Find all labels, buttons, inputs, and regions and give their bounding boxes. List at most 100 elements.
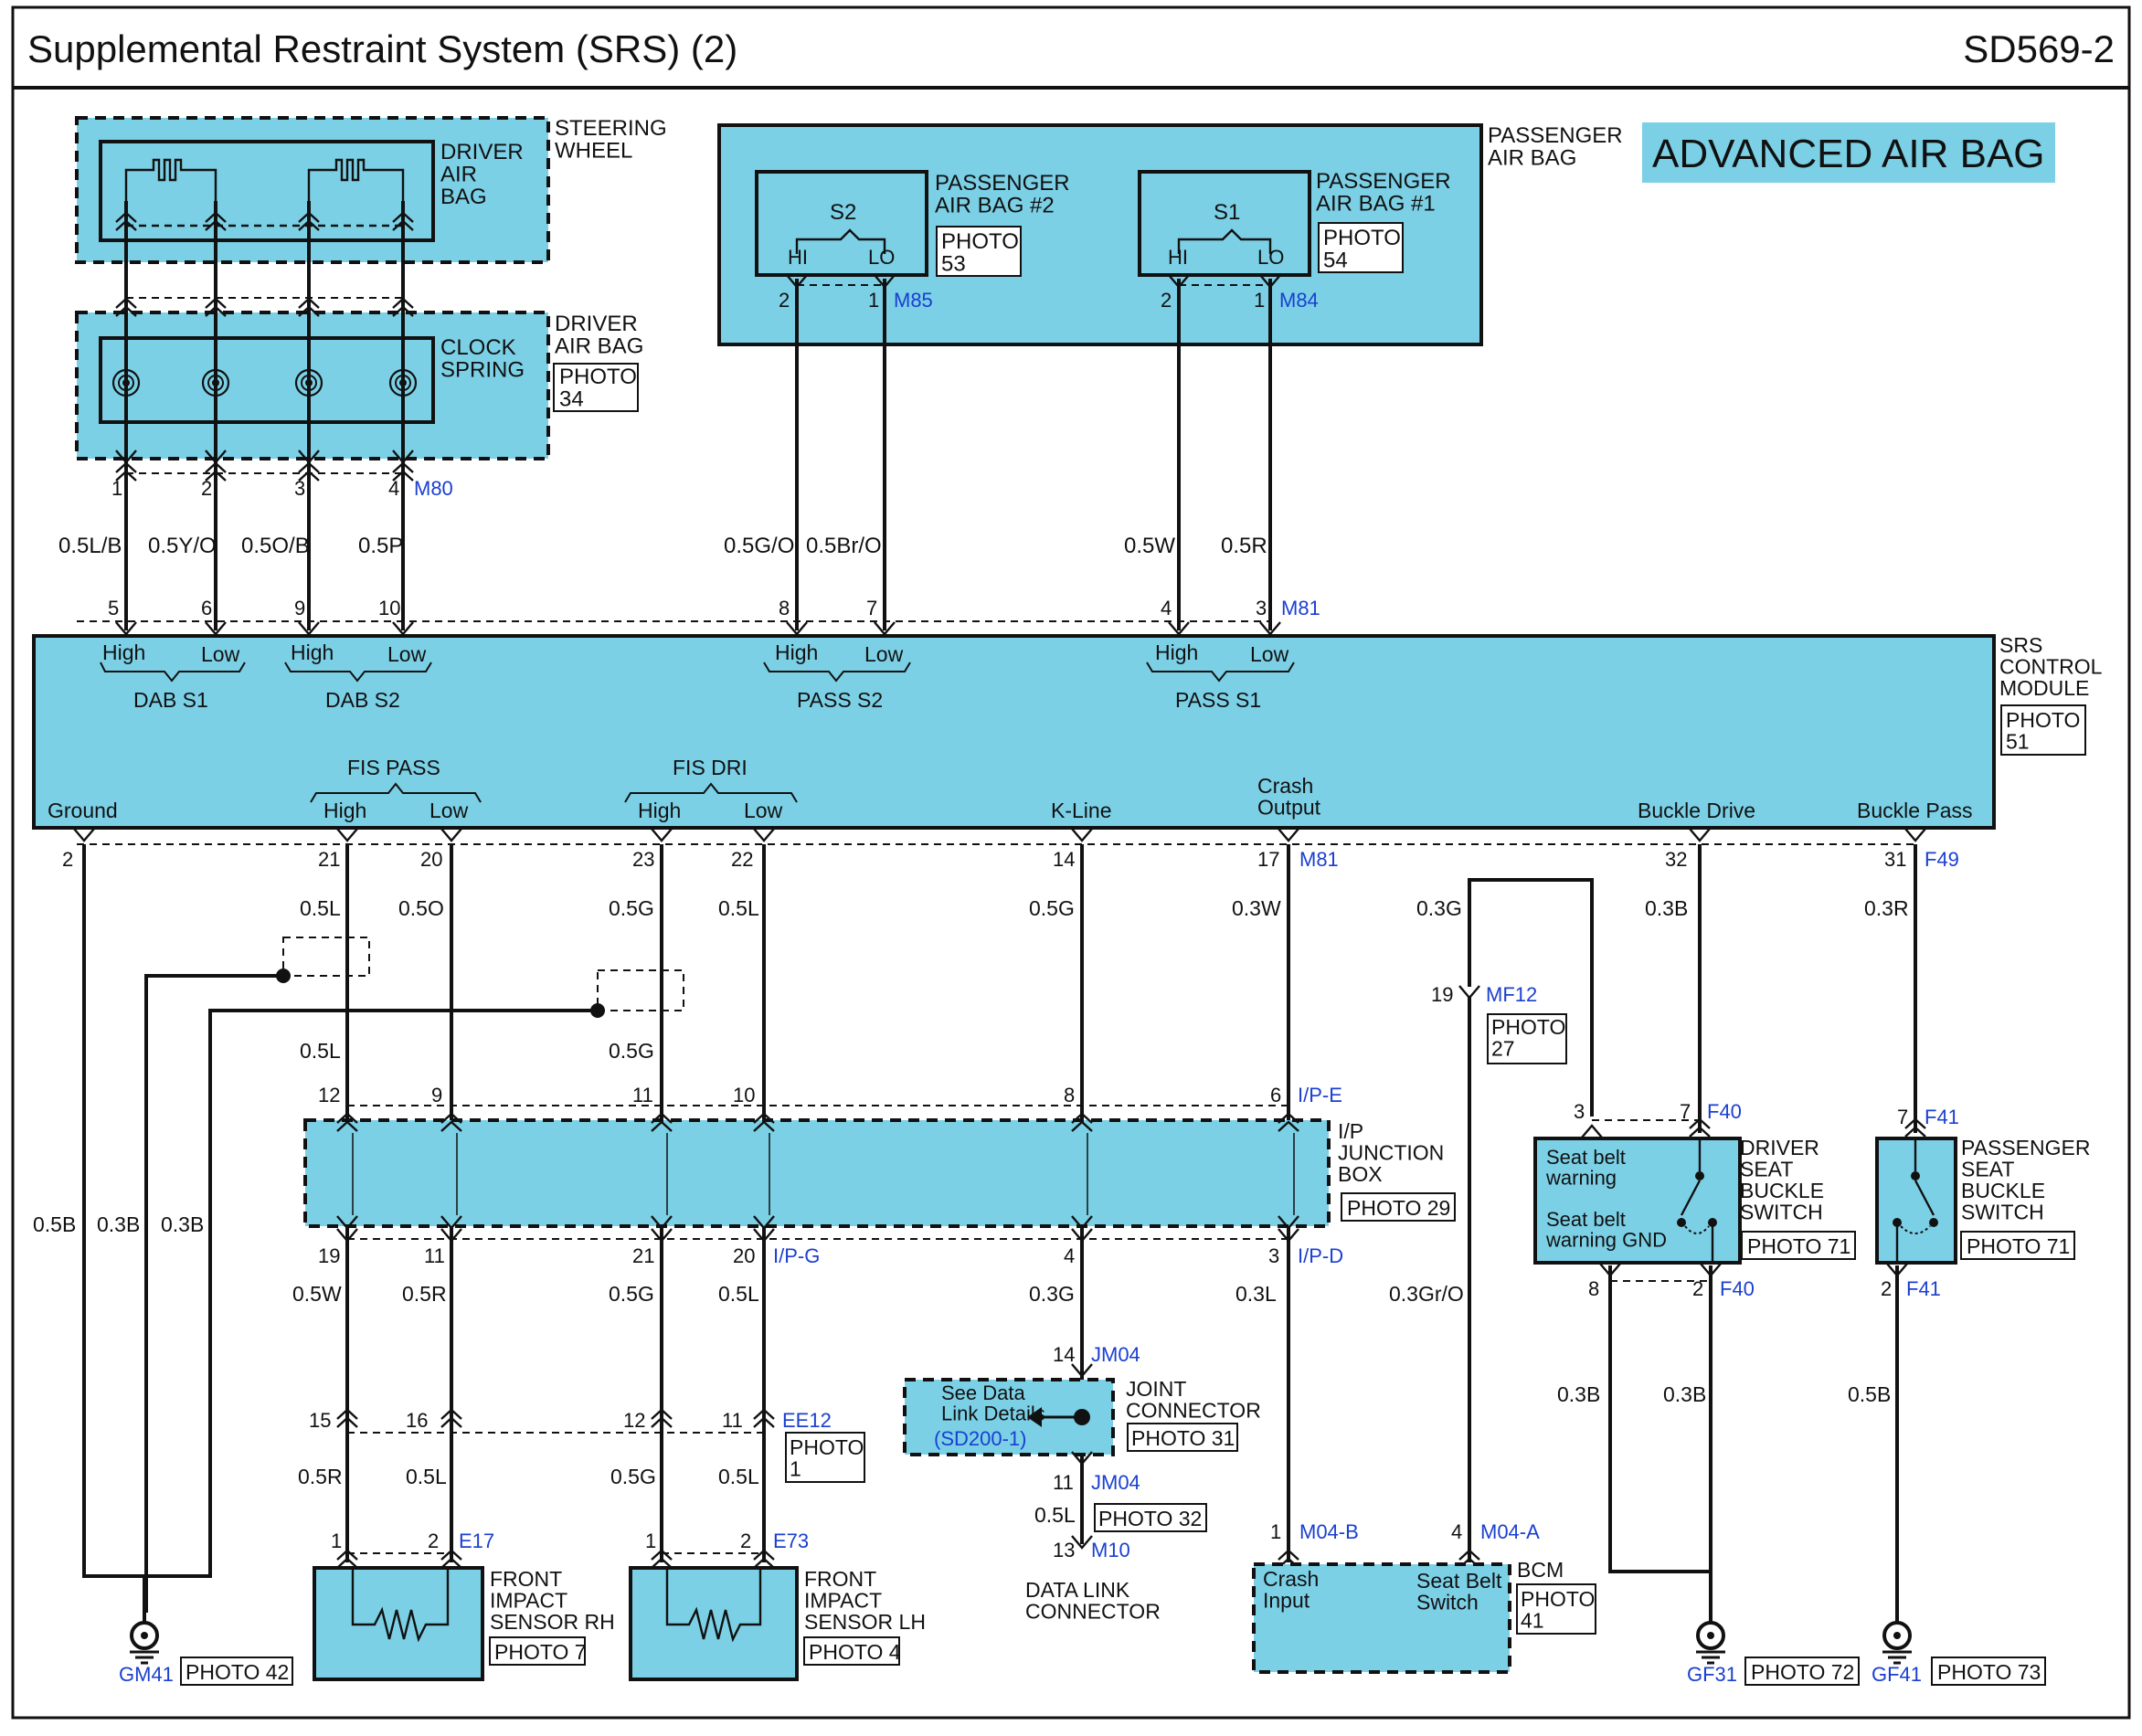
pin-label: 1 [331,1530,342,1552]
srs-pin-high: High [775,640,818,664]
pin-label: 16 [406,1409,428,1432]
wire-label: 0.5W [1124,534,1175,558]
pin-label: 6 [1270,1084,1281,1106]
pin-label: 4 [1064,1244,1075,1267]
pin-label: 3 [1574,1100,1585,1123]
wire-label: 0.3B [161,1212,204,1236]
joint-photo: PHOTO 31 [1131,1426,1235,1450]
wire-label: 0.5L [718,1465,759,1488]
wire-label: 0.5L [300,896,341,920]
connector-ee12: EE12 [782,1409,832,1432]
wire-label: 0.5O [398,896,444,920]
connector-m80: M80 [414,477,453,500]
srs-pin-low: Low [1250,642,1289,666]
pin-label: 13 [1053,1539,1075,1561]
srs-pin-low: Low [744,799,783,822]
pin-label: 8 [1064,1084,1075,1106]
driver-wires [124,201,405,630]
connector-m04a: M04-A [1480,1520,1540,1543]
pin-label: 19 [318,1244,340,1267]
ip-connectors [335,1112,1300,1243]
pin-label: 2 [1692,1277,1703,1300]
pin-label: 2 [1161,289,1172,312]
pin-label: 2 [740,1530,751,1552]
srs-dab-s2: DAB S2 [325,688,400,712]
connector-m10: M10 [1091,1539,1130,1561]
connector-f41: F41 [1906,1277,1941,1300]
pin-label: 21 [632,1244,654,1267]
srs-buckle-pass: Buckle Pass [1857,799,1973,822]
pin-label: 1 [645,1530,656,1552]
wire-label: 0.3B [97,1212,140,1236]
connector-jm04: JM04 [1091,1343,1140,1366]
connector-ip-e: I/P-E [1298,1084,1342,1106]
wire-label: 0.3W [1232,896,1281,920]
wire-label: 0.5G [609,1039,654,1063]
wire-label: 0.5O/B [241,534,310,558]
page-code: SD569-2 [1963,27,2115,70]
pin-label: 14 [1053,848,1075,871]
connector-m04b: M04-B [1299,1520,1359,1543]
srs-buckle-drive: Buckle Drive [1638,799,1755,822]
pin-label: 15 [309,1409,331,1432]
wire-label: 0.5R [1221,534,1267,558]
srs-ground: Ground [48,799,118,822]
pin-label: 7 [1680,1100,1691,1123]
wire-label: 0.3G [1029,1282,1075,1306]
ip-junction-box [303,1105,1331,1240]
pin-label: 7 [866,597,877,619]
pin-label: 19 [1431,983,1453,1006]
wire-label: 0.3B [1645,896,1688,920]
pin-label: 32 [1665,848,1687,871]
srs-control-module [32,620,1996,845]
gf41-photo: PHOTO 73 [1937,1660,2041,1684]
pin-label: 22 [731,848,753,871]
srs-k-line: K-Line [1051,799,1111,822]
pin-label: 8 [779,597,790,619]
wire-label: 0.5L [718,1282,759,1306]
pin-label: 8 [1588,1277,1599,1300]
pin-label: 9 [431,1084,442,1106]
pin-label: 7 [1897,1106,1908,1128]
srs-pass-s1: PASS S1 [1175,688,1261,712]
pin-label: 12 [623,1409,645,1432]
bcm-module [1252,1549,1511,1674]
ee12-connector [335,1408,776,1434]
pin-label: 11 [1053,1471,1074,1494]
sensor-rh-photo: PHOTO 7 [494,1640,587,1664]
front-impact-sensor-lh [629,1549,799,1681]
pin-label: 5 [108,597,119,619]
srs-pin-high: High [1155,640,1198,664]
wire-label: 0.5Y/O [148,534,217,558]
steering-wheel-group [75,116,550,264]
connector-e73: E73 [773,1530,809,1552]
wire-label: 0.5L [1034,1503,1076,1527]
srs-fis-dri: FIS DRI [673,756,748,779]
bcm-label: BCM [1517,1558,1564,1582]
see-data-link-ref[interactable]: (SD200-1) [934,1427,1026,1450]
gm41-photo: PHOTO 42 [186,1660,289,1684]
pin-label: 21 [318,848,340,871]
srs-pin-low: Low [429,799,469,822]
wire-label: 0.5R [402,1282,447,1306]
pin-label: 1 [868,289,879,312]
srs-pin-high: High [638,799,681,822]
pin-label: 2 [62,848,73,871]
ground-gf31: GF31 [1687,1663,1737,1686]
